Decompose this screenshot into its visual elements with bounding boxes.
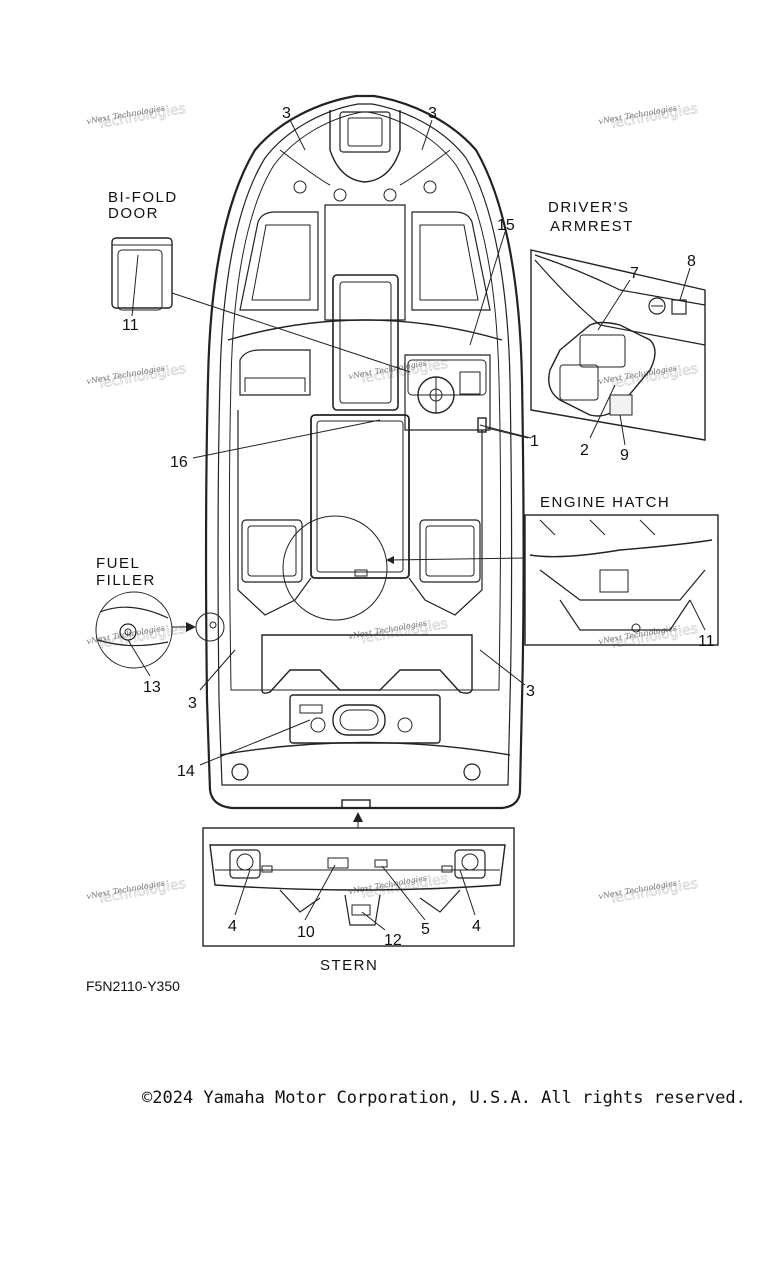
- callout-3: 3: [526, 683, 535, 700]
- callout-10: 10: [297, 924, 315, 941]
- engine-hatch-caption: ENGINE HATCH: [540, 494, 670, 511]
- bifold-caption-line1: BI-FOLD: [108, 189, 178, 206]
- callout-9: 9: [620, 447, 629, 464]
- bifold-caption-line2: DOOR: [108, 205, 159, 222]
- callout-5: 5: [421, 921, 430, 938]
- callout-11: 11: [122, 317, 139, 334]
- callout-14: 14: [177, 763, 195, 780]
- callout-8: 8: [687, 253, 696, 270]
- callout-13: 13: [143, 679, 161, 696]
- leader-lines: [127, 119, 706, 931]
- captions: BI-FOLD DOOR DRIVER'S ARMREST ENGINE HAT…: [96, 189, 670, 974]
- callout-3: 3: [428, 105, 437, 122]
- callout-3: 3: [188, 695, 197, 712]
- callout-11: 11: [698, 633, 715, 650]
- callouts: 3 3 15 11 7 8 2 9 1 16 11 13 3 3 14 4 10…: [122, 105, 715, 949]
- callout-4: 4: [228, 918, 237, 935]
- callout-2: 2: [580, 442, 589, 459]
- armrest-inset: [479, 249, 706, 441]
- stern-inset: [202, 812, 515, 947]
- fuel-caption-line2: FILLER: [96, 572, 156, 589]
- boat-hull: [195, 94, 525, 810]
- stern-caption: STERN: [320, 957, 378, 974]
- engine-hatch-inset: [386, 514, 719, 646]
- callout-12: 12: [384, 932, 402, 949]
- callout-16: 16: [170, 454, 188, 471]
- callout-7: 7: [630, 265, 639, 282]
- armrest-caption-line1: DRIVER'S: [548, 199, 630, 216]
- callout-15: 15: [497, 217, 515, 234]
- armrest-caption-line2: ARMREST: [550, 218, 634, 235]
- fuel-caption-line1: FUEL: [96, 555, 140, 572]
- copyright-notice: ©2024 Yamaha Motor Corporation, U.S.A. A…: [142, 1088, 746, 1108]
- diagram-code: F5N2110-Y350: [86, 978, 180, 994]
- callout-3: 3: [282, 105, 291, 122]
- callout-1: 1: [530, 433, 539, 450]
- callout-4: 4: [472, 918, 481, 935]
- bifold-door-inset: [111, 237, 411, 373]
